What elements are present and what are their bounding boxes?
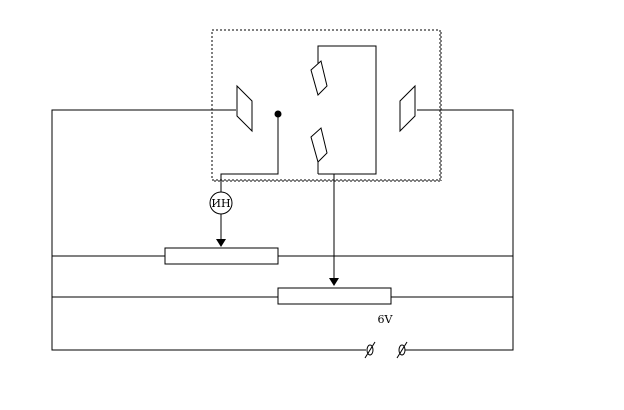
meter-label: ИН: [211, 197, 230, 210]
upper-rheostat: [164, 247, 279, 265]
right-plate-electrode: [399, 84, 416, 133]
upper-wiper-arrow: [216, 239, 226, 247]
inner-upper-plate: [310, 60, 328, 96]
left-outer-wire: [51, 109, 366, 351]
inner-lower-plate: [310, 127, 328, 163]
lower-wiper-arrow: [329, 278, 339, 286]
voltage-label: 6V: [378, 313, 394, 326]
probe-wire: [220, 114, 279, 192]
dashed-enclosure: [211, 29, 441, 181]
lower-rheostat: [277, 287, 392, 305]
left-plate-electrode: [236, 84, 253, 133]
inner-bracket-wire: [317, 45, 377, 175]
right-outer-wire: [405, 109, 514, 351]
right-terminal-slash: [396, 341, 408, 359]
left-terminal-slash: [364, 341, 376, 359]
